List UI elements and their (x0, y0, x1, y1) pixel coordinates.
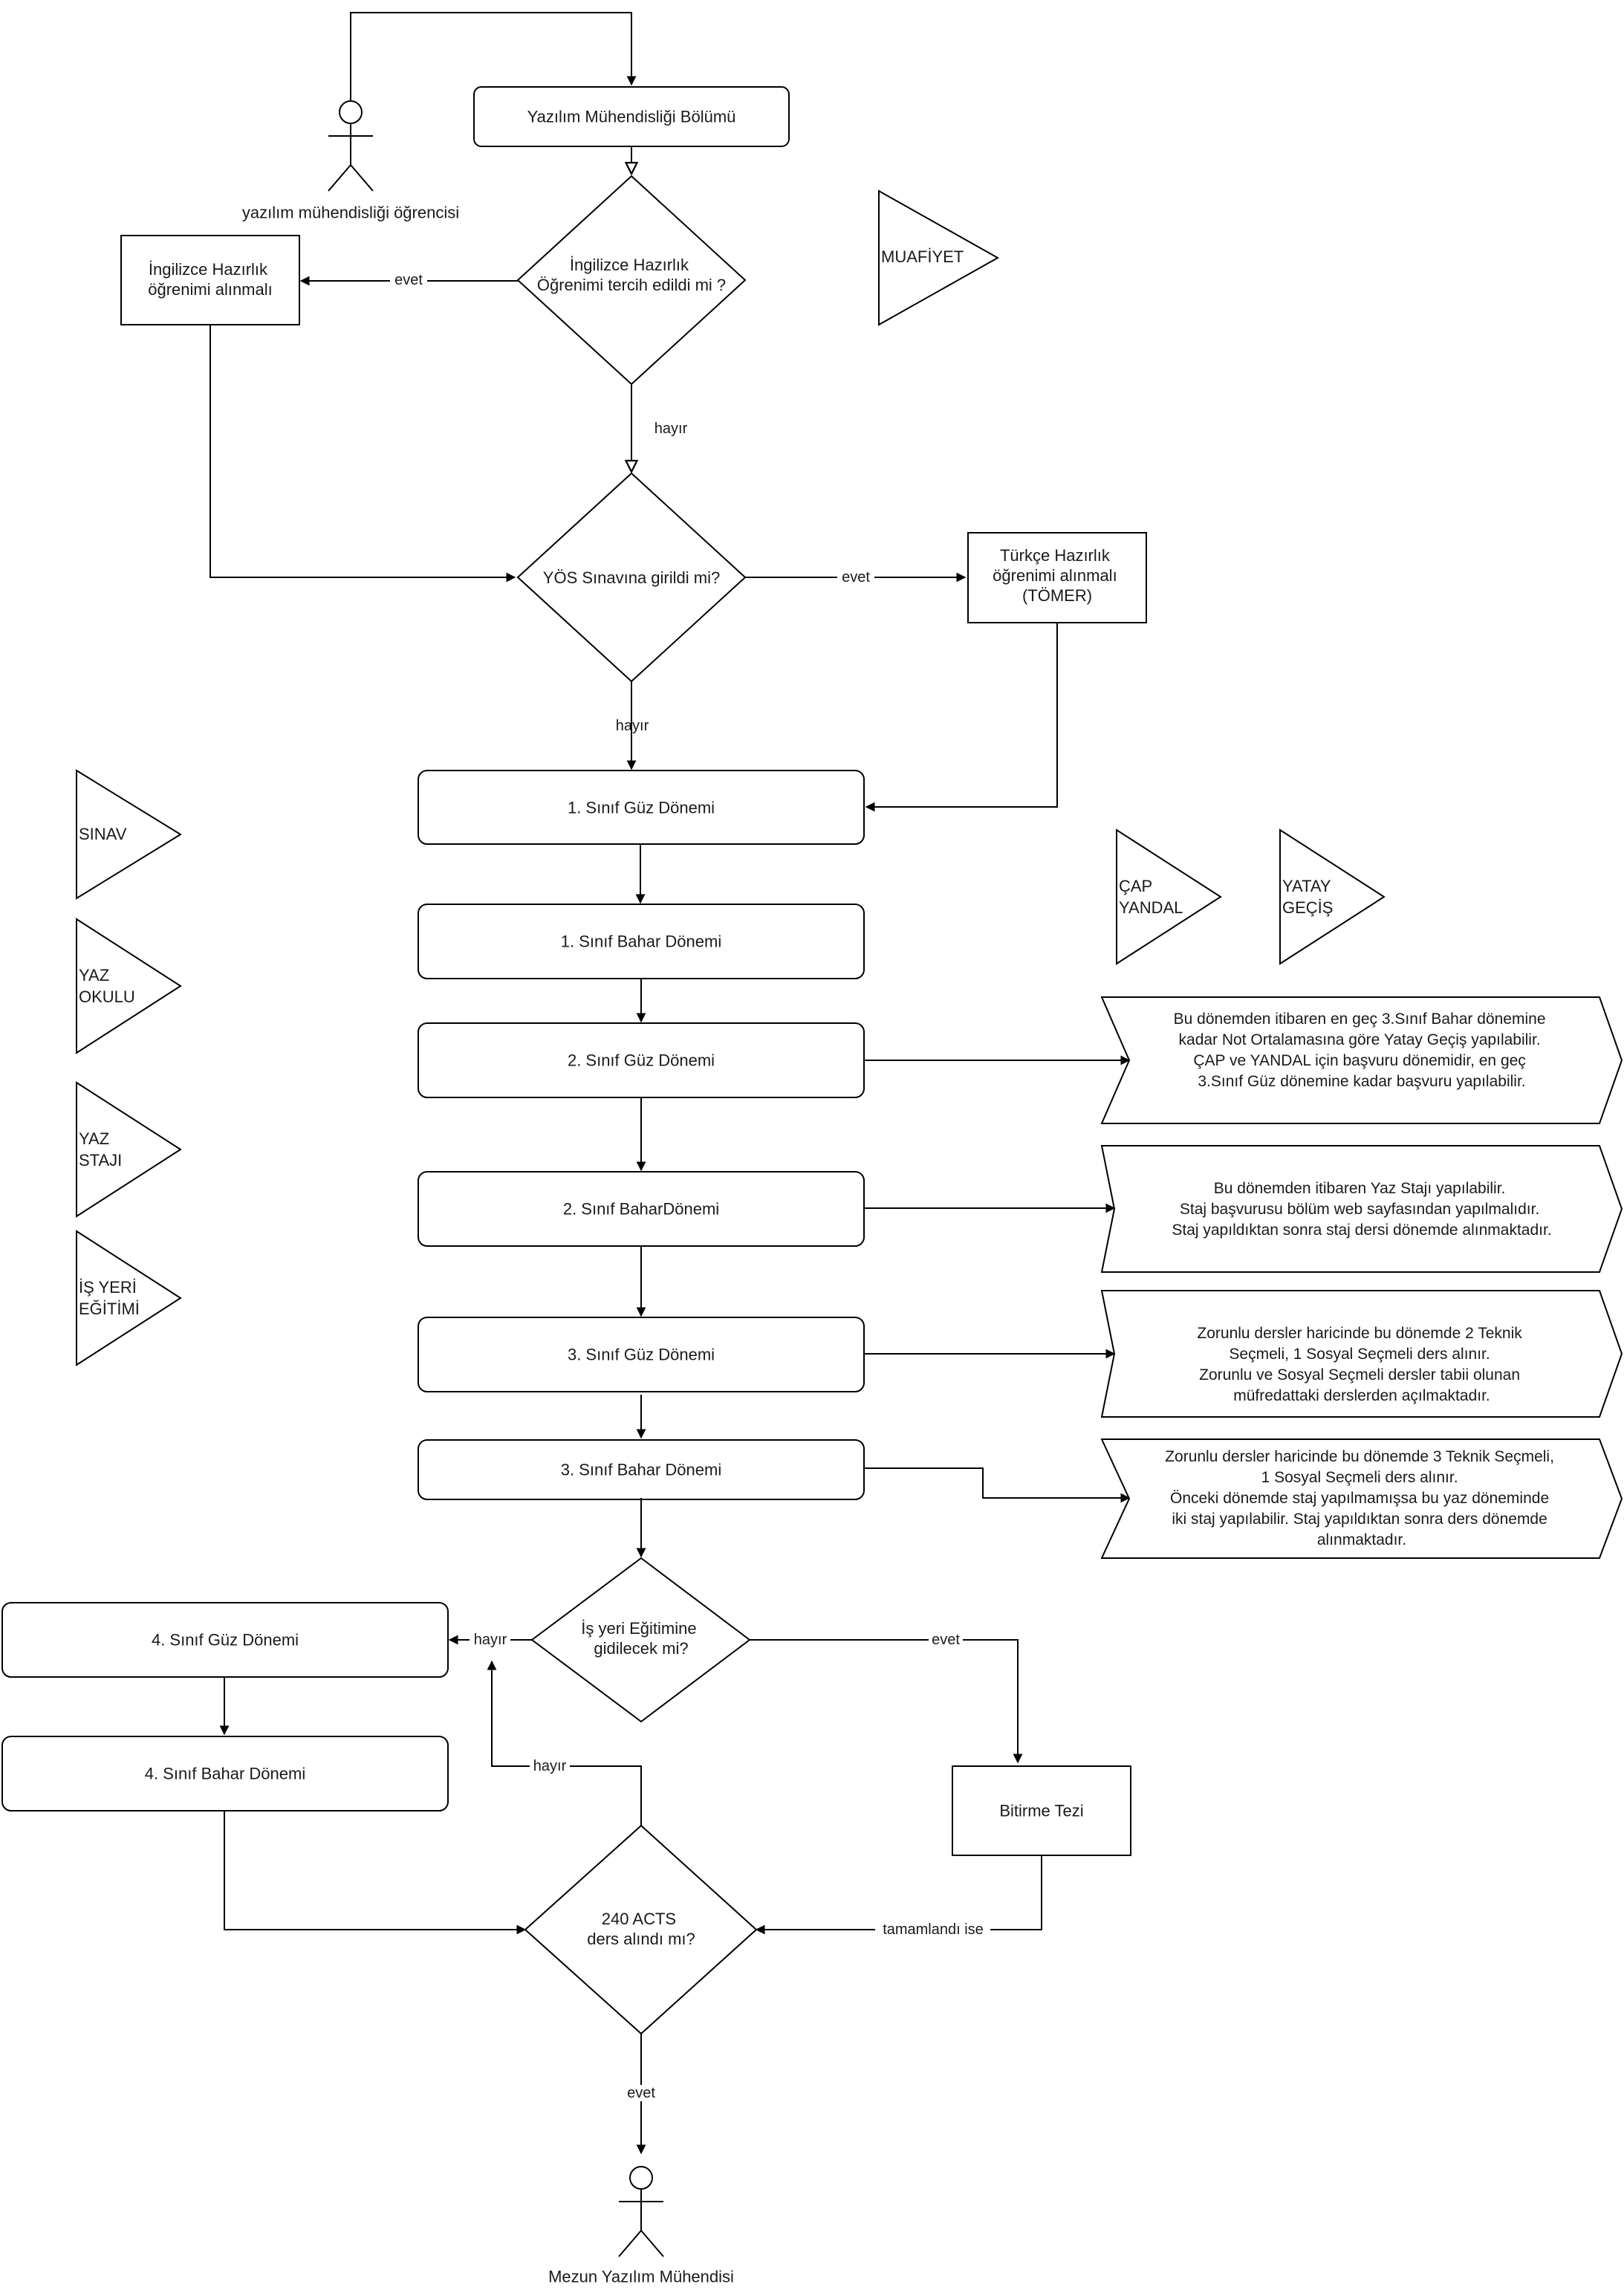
turkish-prep-box (967, 532, 1147, 623)
yos-decision-label: YÖS Sınavına girildi mi? (543, 568, 720, 587)
y4-spring-label: 4. Sınıf Bahar Dönemi (145, 1765, 305, 1783)
y2-fall-box (418, 1022, 865, 1098)
turkish-prep-label: Türkçe Hazırlık öğrenimi alınmalı (TÖMER… (993, 546, 1122, 605)
y4-spring-box (1, 1736, 449, 1811)
summer-internship-label: YAZ STAJI (79, 1129, 122, 1170)
y2-spring-label: 2. Sınıf BaharDönemi (563, 1200, 719, 1219)
exam-label: SINAV (79, 825, 127, 843)
workplace-training-label: İŞ YERİ EĞİTİMİ (79, 1278, 141, 1318)
y1-fall-box (418, 770, 865, 845)
workplace-training-triangle (76, 1230, 182, 1366)
note-y2-fall-shape (1100, 996, 1623, 1124)
edge-ects-no (487, 1660, 642, 1826)
edge-turkish-to-y1-fall (865, 623, 1058, 812)
edge-student-to-department (350, 12, 637, 100)
transfer-label: YATAY GEÇİŞ (1282, 877, 1335, 917)
english-decision-diamond (516, 175, 747, 386)
graduate-label: Mezun Yazılım Mühendisi (548, 2268, 734, 2286)
y3-fall-box (418, 1317, 865, 1392)
y3-spring-label: 3. Sınıf Bahar Dönemi (561, 1461, 721, 1479)
edge-label-yos-yes: evet (842, 569, 870, 586)
y2-spring-box (418, 1171, 865, 1247)
exemption-label: MUAFİYET (881, 247, 964, 266)
edge-label-workplace-no: hayır (474, 1632, 507, 1648)
english-prep-box (120, 235, 300, 325)
department-box (473, 86, 790, 147)
edge-label-english-yes: evet (394, 272, 423, 288)
y2-fall-label: 2. Sınıf Güz Dönemi (568, 1051, 715, 1070)
y3-spring-box (418, 1439, 865, 1500)
note-y3-spring-text: Zorunlu dersler haricinde bu dönemde 3 T… (1165, 1448, 1559, 1548)
transfer-triangle (1279, 828, 1386, 965)
y1-spring-box (418, 904, 865, 979)
note-y2-spring-shape (1100, 1145, 1623, 1273)
english-decision-label: İngilizce Hazırlık Öğrenimi tercih edild… (537, 256, 726, 294)
thesis-box (952, 1765, 1131, 1856)
y1-fall-label: 1. Sınıf Güz Dönemi (568, 799, 715, 817)
edge-workplace-yes (750, 1639, 1023, 1764)
y1-spring-label: 1. Sınıf Bahar Dönemi (561, 932, 721, 951)
note-y2-spring-text: Bu dönemden itibaren Yaz Stajı yapılabil… (1172, 1180, 1551, 1239)
note-y3-spring-shape (1100, 1438, 1623, 1559)
edge-y4-spring-to-ects (224, 1811, 527, 1935)
edge-label-ects-yes: evet (627, 2085, 655, 2101)
double-major-triangle (1116, 828, 1222, 965)
department-label: Yazılım Mühendisliği Bölümü (527, 108, 736, 126)
edge-label-thesis-done: tamamlandı ise (883, 1921, 984, 1938)
exemption-triangle (878, 189, 1000, 326)
workplace-decision-diamond (530, 1557, 751, 1723)
summer-school-label: YAZ OKULU (79, 966, 135, 1006)
thesis-label: Bitirme Tezi (999, 1802, 1083, 1820)
edge-label-english-no: hayır (655, 421, 688, 437)
exam-triangle (76, 769, 182, 900)
yos-decision-diamond (516, 472, 747, 683)
note-y3-fall-text: Zorunlu dersler haricinde bu dönemde 2 T… (1197, 1325, 1526, 1404)
edge-y3-spring-to-note (864, 1467, 1131, 1503)
edge-label-workplace-yes: evet (932, 1632, 960, 1648)
summer-school-triangle (76, 918, 182, 1054)
y4-fall-box (1, 1602, 449, 1678)
summer-internship-triangle (76, 1081, 182, 1218)
double-major-label: ÇAP YANDAL (1119, 877, 1183, 917)
graduate-actor-icon (618, 2166, 664, 2257)
workplace-decision-label: İş yeri Eğitimine gidilecek mi? (581, 1619, 701, 1658)
y4-fall-label: 4. Sınıf Güz Dönemi (152, 1631, 299, 1650)
ects-decision-diamond (524, 1824, 758, 2035)
edge-label-ects-no: hayır (533, 1758, 567, 1774)
note-y2-fall-text: Bu dönemden itibaren en geç 3.Sınıf Baha… (1174, 1011, 1550, 1090)
y3-fall-label: 3. Sınıf Güz Dönemi (568, 1346, 715, 1364)
english-prep-label: İngilizce Hazırlık öğrenimi alınmalı (148, 260, 273, 299)
edge-thesis-to-ects (755, 1855, 1042, 1935)
ects-decision-label: 240 ACTS ders alındı mı? (587, 1910, 695, 1948)
student-label: yazılım mühendisliği öğrencisi (242, 204, 459, 222)
note-y3-fall-shape (1100, 1290, 1623, 1418)
student-actor-icon (328, 100, 374, 192)
edge-english-prep-to-yos (210, 325, 516, 583)
edge-label-yos-no: hayır (616, 718, 649, 734)
